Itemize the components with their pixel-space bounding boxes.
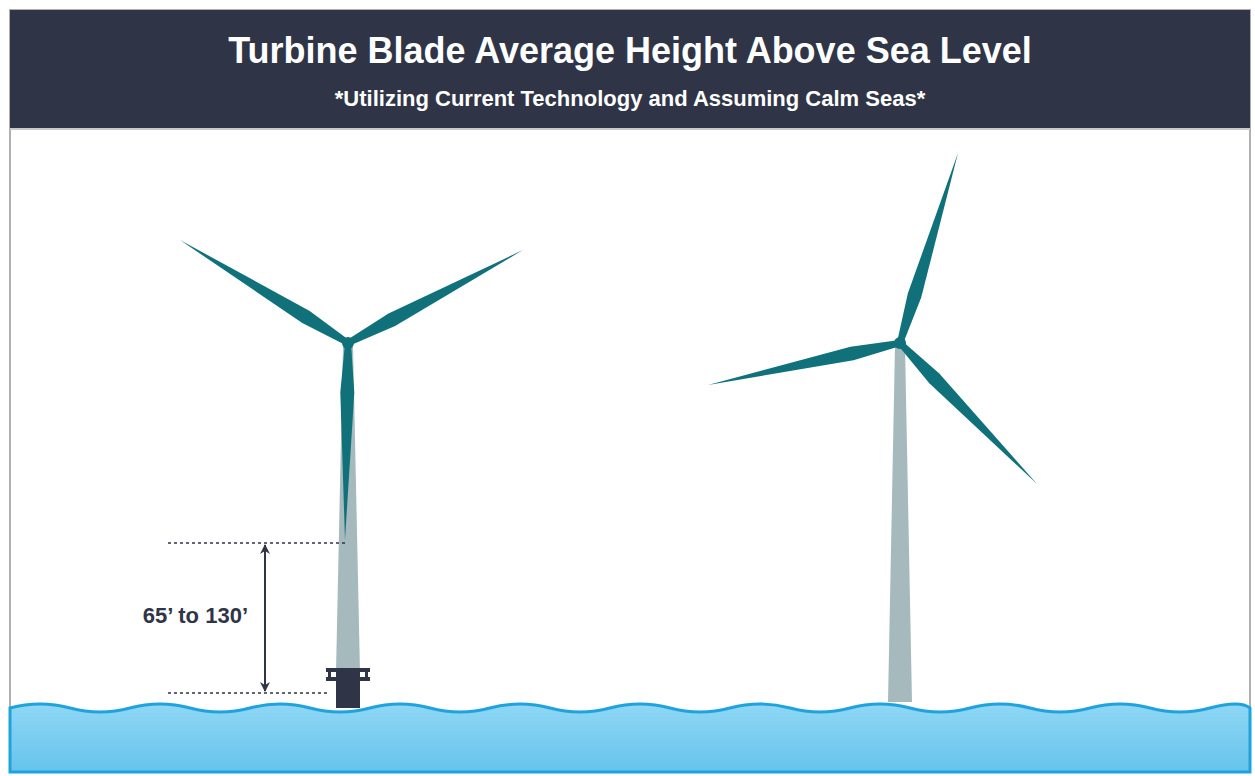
flange — [326, 677, 370, 681]
blade — [898, 341, 1037, 484]
hub — [342, 337, 354, 349]
dimension-line — [168, 692, 330, 694]
header-shadow — [10, 128, 1250, 130]
flange — [328, 668, 331, 681]
blade — [708, 340, 901, 385]
sea — [10, 704, 1250, 772]
dimension-arrow — [264, 545, 266, 691]
subtitle: *Utilizing Current Technology and Assumi… — [10, 86, 1250, 112]
header-bar — [10, 10, 1250, 128]
dimension-line — [168, 542, 345, 544]
blade — [897, 153, 958, 344]
blade — [340, 343, 354, 540]
flange — [365, 668, 368, 681]
flange — [326, 668, 370, 672]
frame — [10, 10, 1250, 772]
title: Turbine Blade Average Height Above Sea L… — [10, 30, 1250, 72]
blade — [347, 250, 523, 346]
blade — [180, 240, 350, 346]
dimension-label: 65’ to 130’ — [40, 603, 248, 629]
hub — [894, 337, 906, 349]
tower — [888, 345, 912, 702]
